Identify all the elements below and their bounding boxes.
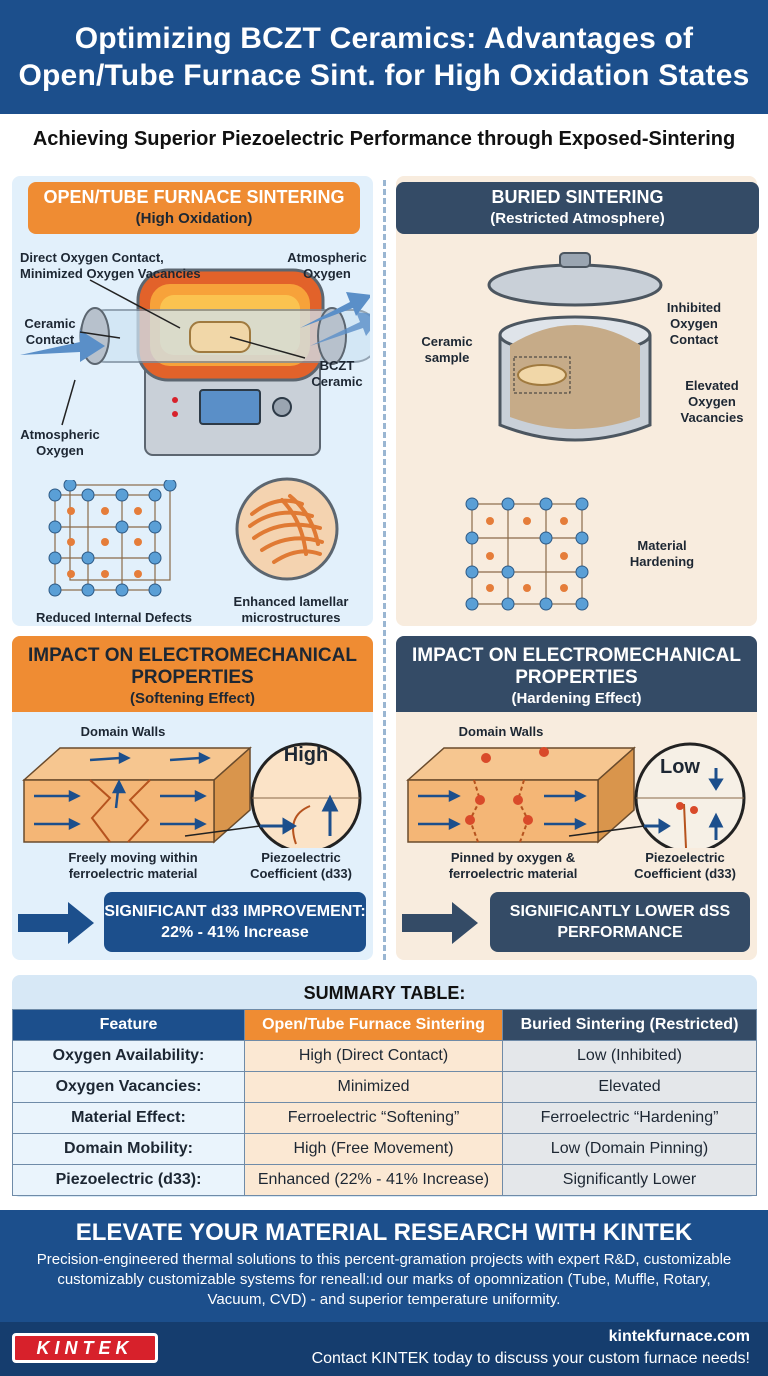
footer-body: Precision-engineered thermal solutions t… bbox=[36, 1251, 732, 1308]
table-row: Material Effect: Ferroelectric “Softenin… bbox=[12, 1102, 757, 1134]
label-elevated-vacancies: Elevated Oxygen Vacancies bbox=[680, 378, 744, 425]
table-cell: Material Effect: bbox=[12, 1102, 245, 1134]
table-cell: Elevated bbox=[502, 1071, 757, 1103]
impact-hardening-panel: IMPACT ON ELECTROMECHANICAL PROPERTIES (… bbox=[396, 636, 757, 960]
table-cell: Oxygen Availability: bbox=[12, 1040, 245, 1072]
tube-furnace-illustration bbox=[20, 268, 370, 456]
title-line-2: Open/Tube Furnace Sint. for High Oxidati… bbox=[18, 59, 750, 92]
footer-banner: ELEVATE YOUR MATERIAL RESEARCH WITH KINT… bbox=[0, 1210, 768, 1322]
table-cell: Oxygen Vacancies: bbox=[12, 1071, 245, 1103]
label-piezo-coefficient-right: Piezoelectric Coefficient (d33) bbox=[634, 850, 736, 881]
table-cell: Minimized bbox=[244, 1071, 503, 1103]
free-domain-illustration bbox=[22, 742, 362, 848]
title-line-1: Optimizing BCZT Ceramics: Advantages of bbox=[74, 22, 694, 55]
impact-softening-heading: IMPACT ON ELECTROMECHANICAL PROPERTIES (… bbox=[12, 636, 373, 712]
crystal-lattice-illustration bbox=[48, 480, 177, 597]
column-header: Open/Tube Furnace Sintering bbox=[244, 1009, 503, 1041]
arrow-right-icon bbox=[18, 902, 94, 944]
table-cell: Ferroelectric “Softening” bbox=[244, 1102, 503, 1134]
label-piezo-coefficient: Piezoelectric Coefficient (d33) bbox=[250, 850, 352, 881]
label-inhibited-oxygen: Inhibited Oxygen Contact bbox=[666, 300, 722, 347]
label-ceramic-sample: Ceramic sample bbox=[421, 334, 473, 365]
buried-sintering-subtitle: (Restricted Atmosphere) bbox=[490, 210, 665, 227]
table-row: Oxygen Vacancies: Minimized Elevated bbox=[12, 1071, 757, 1103]
label-domain-walls: Domain Walls bbox=[80, 724, 166, 739]
summary-section: SUMMARY TABLE: Feature Open/Tube Furnace… bbox=[12, 975, 757, 1197]
label-atmospheric-oxygen-top: Atmospheric Oxygen bbox=[287, 250, 367, 281]
footer-title: ELEVATE YOUR MATERIAL RESEARCH WITH KINT… bbox=[75, 1219, 693, 1246]
summary-title: SUMMARY TABLE: bbox=[303, 983, 466, 1003]
label-atmospheric-oxygen-bottom: Atmospheric Oxygen bbox=[20, 427, 100, 458]
table-row: Oxygen Availability: High (Direct Contac… bbox=[12, 1040, 757, 1072]
page-header: Optimizing BCZT Ceramics: Advantages of … bbox=[0, 0, 768, 114]
table-cell: High (Direct Contact) bbox=[244, 1040, 503, 1072]
impact-hardening-heading: IMPACT ON ELECTROMECHANICAL PROPERTIES (… bbox=[396, 636, 757, 712]
label-ceramic-contact: Ceramic Contact bbox=[24, 316, 76, 347]
arrow-right-icon bbox=[402, 902, 478, 944]
label-pinned: Pinned by oxygen & ferroelectric materia… bbox=[448, 850, 578, 881]
open-furnace-title: OPEN/TUBE FURNACE SINTERING bbox=[43, 187, 345, 207]
table-row: Piezoelectric (d33): Enhanced (22% - 41%… bbox=[12, 1164, 757, 1196]
table-cell: Ferroelectric “Hardening” bbox=[502, 1102, 757, 1134]
buried-sintering-heading: BURIED SINTERING (Restricted Atmosphere) bbox=[396, 182, 759, 234]
pinned-domain-illustration bbox=[406, 742, 746, 848]
lower-performance-callout: SIGNIFICANTLY LOWER dSS PERFORMANCE bbox=[490, 892, 750, 952]
label-material-hardening: Material Hardening bbox=[629, 538, 695, 569]
label-freely-moving: Freely moving within ferroelectric mater… bbox=[68, 850, 198, 881]
coefficient-level-high: High bbox=[283, 744, 329, 766]
column-header: Buried Sintering (Restricted) bbox=[502, 1009, 757, 1041]
table-cell: Piezoelectric (d33): bbox=[12, 1164, 245, 1196]
table-cell: Domain Mobility: bbox=[12, 1133, 245, 1165]
table-row: Domain Mobility: High (Free Movement) Lo… bbox=[12, 1133, 757, 1165]
panel-divider bbox=[383, 180, 386, 960]
summary-table: Feature Open/Tube Furnace Sintering Buri… bbox=[12, 1009, 757, 1196]
label-lamellar: Enhanced lamellar microstructures bbox=[233, 594, 349, 625]
table-cell: High (Free Movement) bbox=[244, 1133, 503, 1165]
column-header: Feature bbox=[12, 1009, 245, 1041]
table-cell: Enhanced (22% - 41% Increase) bbox=[244, 1164, 503, 1196]
table-header-row: Feature Open/Tube Furnace Sintering Buri… bbox=[12, 1009, 757, 1041]
page-title: Optimizing BCZT Ceramics: Advantages of … bbox=[19, 20, 750, 94]
table-cell: Low (Inhibited) bbox=[502, 1040, 757, 1072]
label-direct-oxygen: Direct Oxygen Contact, Minimized Oxygen … bbox=[20, 250, 201, 281]
hardened-lattice-illustration bbox=[465, 497, 589, 611]
table-cell: Low (Domain Pinning) bbox=[502, 1133, 757, 1165]
kintek-logo[interactable]: KINTEK bbox=[12, 1333, 158, 1363]
open-furnace-heading: OPEN/TUBE FURNACE SINTERING (High Oxidat… bbox=[28, 182, 360, 234]
open-furnace-subtitle: (High Oxidation) bbox=[135, 210, 253, 227]
label-domain-walls-right: Domain Walls bbox=[458, 724, 544, 739]
contact-text: Contact KINTEK today to discuss your cus… bbox=[311, 1350, 750, 1367]
crucible-illustration bbox=[487, 252, 663, 442]
buried-sintering-title: BURIED SINTERING bbox=[491, 187, 664, 207]
impact-softening-panel: IMPACT ON ELECTROMECHANICAL PROPERTIES (… bbox=[12, 636, 373, 960]
label-bczt-ceramic: BCZT Ceramic bbox=[311, 358, 363, 389]
table-cell: Significantly Lower bbox=[502, 1164, 757, 1196]
coefficient-level-low: Low bbox=[660, 756, 700, 778]
page-subtitle: Achieving Superior Piezoelectric Perform… bbox=[32, 128, 736, 150]
lamellar-microstructure-icon bbox=[235, 477, 339, 581]
improvement-callout: SIGNIFICANT d33 IMPROVEMENT: 22% - 41% I… bbox=[104, 892, 366, 952]
website-link[interactable]: kintekfurnace.com bbox=[608, 1328, 750, 1345]
label-reduced-defects: Reduced Internal Defects bbox=[35, 610, 193, 625]
